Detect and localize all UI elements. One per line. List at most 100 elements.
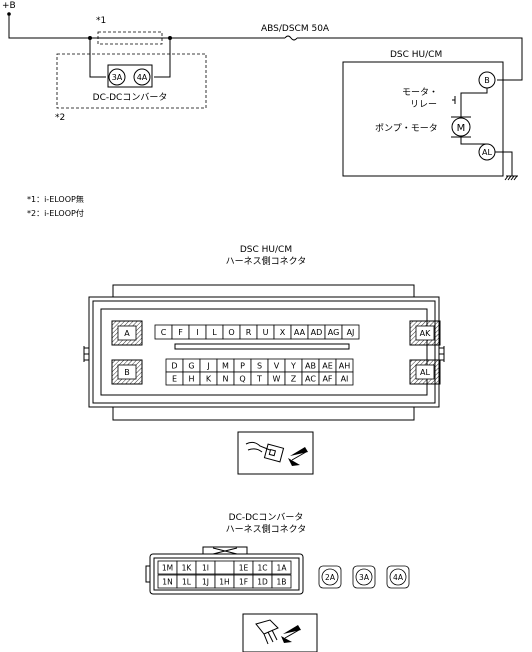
dsc-connector-left-ribs [83,346,89,362]
dsc-connector-slot [174,343,350,350]
dsc-pin-d: D [165,358,184,373]
dsc-pin-s: S [250,358,269,373]
dcdc-pin-label: 1B [277,578,287,587]
dcdc-pin-label: 1L [182,578,192,587]
dsc-pin-label: E [172,375,177,384]
pump-label: ポンプ・モータ [375,123,438,134]
dsc-pin-q: Q [233,371,252,386]
dcdc-pin-1m: 1M [157,560,178,575]
dsc-pin-w: W [267,371,286,386]
dsc-pin-ac: AC [301,371,320,386]
dcdc-pin-1l: 1L [176,574,197,589]
dsc-connector-title-2: ハーネス側コネクタ [226,255,307,267]
note1: *1：i-ELOOP無 [27,194,84,204]
dsc-pin-m: M [216,358,235,373]
relay-label-1: モータ・ [402,87,438,98]
dsc-pin-label: P [240,362,245,371]
harness-view-icon [237,431,314,475]
dsc-pin-label: U [263,328,269,337]
dcdc-round-pin-label: 4A [393,573,404,582]
wire-to-pin-b [297,37,523,81]
dsc-pin-label: D [171,362,177,371]
dcdc-pin-1n: 1N [157,574,178,589]
dcdc-pin-1e: 1E [233,560,254,575]
ground-wire [495,151,513,176]
dsc-pin-h: H [182,371,201,386]
dsc-connector-body [88,296,440,408]
motor-to-al-wire [460,137,487,145]
dsc-hu-cm-box [342,61,504,177]
dsc-pin-label: Z [291,375,297,384]
dsc-pin-label: W [273,375,281,384]
dcdc-round-pin-2a: 2A [318,565,342,589]
dsc-pin-t: T [250,371,269,386]
dcdc-round-pin-3a: 3A [352,565,376,589]
dcdc-pin-label: 1M [162,564,173,573]
fuse-symbol [284,35,298,41]
dsc-pin-l: L [205,324,224,340]
dsc-pin-i: I [188,324,207,340]
dsc-pin-n: N [216,371,235,386]
dsc-pin-y: Y [284,358,303,373]
dcdc-pin-label: 1J [202,578,209,587]
dcdc-latch-cross [212,547,238,555]
dsc-pin-label: F [178,328,183,337]
dcdc-pin-3a-label: 3A [112,73,123,82]
dsc-pin-ab: AB [301,358,320,373]
fuse-label: ABS/DSCM 50A [261,24,330,34]
dsc-connector-rim [92,300,436,404]
dcdc-pin-4a-label: 4A [137,73,148,82]
dsc-pin-ae: AE [318,358,337,373]
motor-symbol-label: M [457,123,466,134]
dsc-pin-label: V [274,362,280,371]
dcdc-pin-label: 1F [239,578,248,587]
dcdc-pin-4a [133,68,151,86]
dcdc-pin-label: 1I [202,564,209,573]
dcdc-pin-1c: 1C [252,560,273,575]
dsc-pin-label: AC [305,375,316,384]
dcdc-pin-label: 1E [239,564,249,573]
dsc-pin-j: J [199,358,218,373]
dsc-pin-z: Z [284,371,303,386]
dsc-pin-label: AE [322,362,333,371]
dcdc-pin-1b: 1B [271,574,292,589]
dsc-pin-aj: AJ [341,324,360,340]
dcdc-pin-3a [108,68,126,86]
dsc-pin-label: N [223,375,229,384]
dsc-pin-label: AD [311,328,323,337]
dcdc-inner-frame [107,64,153,88]
plus-b-label: +B [2,1,16,11]
dsc-pin-label: I [196,328,198,337]
dsc-pin-label: AH [339,362,351,371]
dsc-pin-label: G [188,362,194,371]
dsc-pin-label: J [206,362,209,371]
dcdc-pin-1d: 1D [252,574,273,589]
dsc-pin-p: P [233,358,252,373]
dsc-pin-label: AF [322,375,332,384]
dcdc-pin-empty [214,560,235,575]
dcdc-pin-1i: 1I [195,560,216,575]
pump-motor-symbol [451,117,471,137]
wire-to-4a [154,38,171,78]
dsc-pin-c: C [154,324,173,340]
dcdc-pin-label: 1K [182,564,193,573]
dsc-title: DSC HU/CM [390,50,442,60]
dsc-pin-aa: AA [290,324,309,340]
dsc-pin-b-label: B [484,76,490,85]
dsc-pin-ad: AD [307,324,326,340]
dsc-pin-label: Y [290,362,296,371]
dcdc-converter-box [56,53,207,109]
dsc-pin-u: U [256,324,275,340]
dsc-pin-label: AI [341,375,349,384]
dcdc-pin-label: 1N [162,578,172,587]
dsc-pin-af: AF [318,371,337,386]
dsc-pin-label: AA [294,328,306,337]
dsc-pin-o: O [222,324,241,340]
dsc-pin-label: K [206,375,212,384]
dcdc-round-pin-4a: 4A [386,565,410,589]
dsc-pin-label: C [161,328,167,337]
dcdc-pin-1h: 1H [214,574,235,589]
